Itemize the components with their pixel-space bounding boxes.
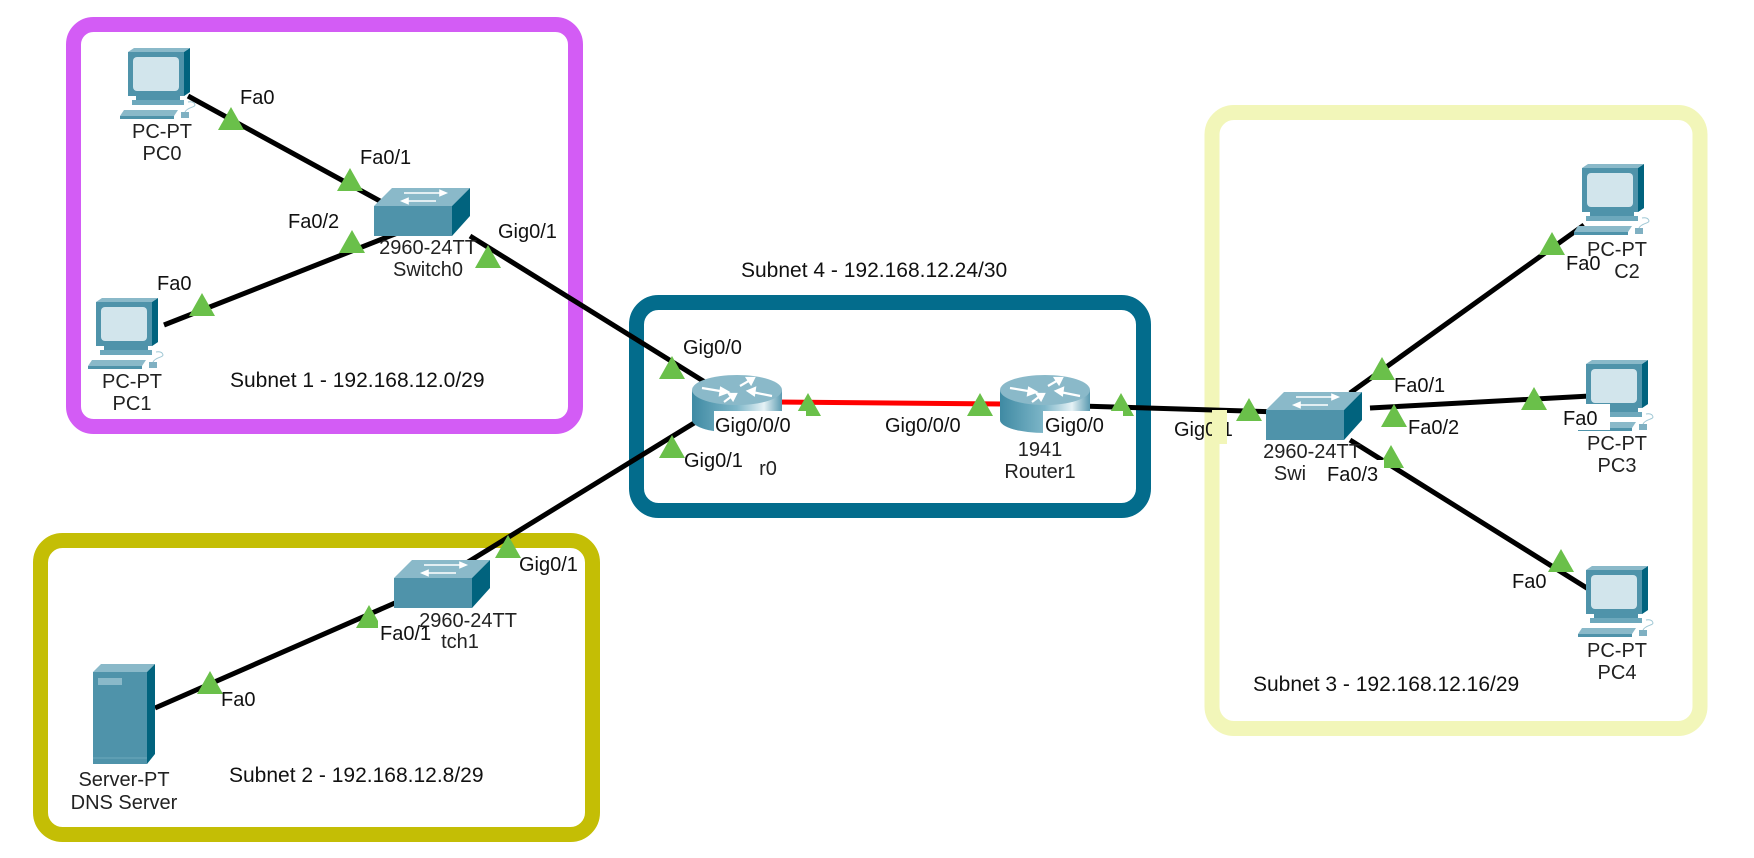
- port-status-r0-gig000-icon: [795, 393, 821, 416]
- port-label-r1-gig000: Gig0/0/0: [885, 415, 961, 437]
- port-label-pc0-fa0: Fa0: [240, 87, 274, 109]
- pc3-name-label: PC3: [1598, 455, 1637, 477]
- port-status-pc2-fa0-icon: [1539, 232, 1565, 255]
- port-status-sw0-gig01-icon: [475, 245, 501, 268]
- switch0-model-label: 2960-24TT: [379, 237, 477, 259]
- port-label-sw0-fa02: Fa0/2: [288, 211, 339, 233]
- subnet1-label: Subnet 1 - 192.168.12.0/29: [230, 369, 485, 392]
- pc4-name-label: PC4: [1598, 662, 1637, 684]
- pc1-model-label: PC-PT: [102, 371, 162, 393]
- pc4-icon[interactable]: [1577, 565, 1654, 638]
- port-status-sw1-fa01-icon: [356, 605, 382, 628]
- port-label-r1-gig00: Gig0/0: [1045, 415, 1104, 437]
- port-label-pc1-fa0: Fa0: [157, 273, 191, 295]
- port-status-sw2-fa01-icon: [1369, 357, 1395, 380]
- port-label-pc4-fa0: Fa0: [1512, 571, 1546, 593]
- port-label-r0-gig01: Gig0/1: [684, 450, 743, 472]
- subnet1-area[interactable]: [66, 17, 583, 434]
- pc1-name-label: PC1: [113, 393, 152, 415]
- switch0-icon[interactable]: [374, 187, 471, 237]
- port-label-pc3-fa0: Fa0: [1563, 408, 1597, 430]
- switch2-model-label: 2960-24TT: [1263, 441, 1361, 463]
- subnet4-label: Subnet 4 - 192.168.12.24/30: [741, 259, 1007, 282]
- router1-model-label: 1941: [1018, 439, 1063, 461]
- server-name-label: DNS Server: [71, 792, 178, 814]
- port-status-r0-gig00-icon: [659, 356, 685, 379]
- port-label-sw2-fa02: Fa0/2: [1408, 417, 1459, 439]
- subnet3-label: Subnet 3 - 192.168.12.16/29: [1253, 673, 1519, 696]
- pc2-model-label: PC-PT: [1587, 239, 1647, 261]
- port-status-pc4-fa0-icon: [1548, 549, 1574, 572]
- port-status-server-fa0-icon: [197, 671, 223, 694]
- pc1-icon[interactable]: [87, 297, 164, 370]
- pc4-model-label: PC-PT: [1587, 640, 1647, 662]
- pc2-icon[interactable]: [1573, 163, 1650, 236]
- server-model-label: Server-PT: [78, 769, 169, 791]
- router1-name-label: Router1: [1004, 461, 1075, 483]
- router0-name-label: r0: [759, 458, 777, 480]
- cable-switch1-router0[interactable]: [466, 409, 714, 565]
- switch2-name-label: Swi: [1274, 463, 1306, 485]
- pc3-model-label: PC-PT: [1587, 433, 1647, 455]
- cable-switch2-pc3[interactable]: [1369, 393, 1591, 411]
- port-status-sw0-fa02-icon: [339, 230, 365, 253]
- pc0-icon[interactable]: [119, 47, 196, 120]
- port-status-sw2-gig01-icon: [1236, 398, 1262, 421]
- port-label-sw2-fa01: Fa0/1: [1394, 375, 1445, 397]
- port-label-sw2-fa03: Fa0/3: [1327, 464, 1378, 486]
- port-status-sw0-fa01-icon: [337, 168, 363, 191]
- port-status-pc0-fa0-icon: [218, 107, 244, 130]
- switch1-icon[interactable]: [394, 559, 491, 609]
- port-status-pc3-fa0-icon: [1521, 387, 1547, 410]
- port-status-r1-gig00-icon: [1108, 393, 1134, 416]
- server-icon[interactable]: [93, 664, 156, 764]
- port-status-sw1-gig01-icon: [495, 535, 521, 558]
- cable-pc0-switch0[interactable]: [186, 93, 402, 215]
- port-label-sw1-gig01: Gig0/1: [519, 554, 578, 576]
- port-label-sw1-fa01: Fa0/1: [380, 623, 431, 645]
- port-status-r1-gig000-icon: [967, 393, 993, 416]
- port-label-sw0-fa01: Fa0/1: [360, 147, 411, 169]
- cable-server-switch1[interactable]: [153, 589, 422, 711]
- switch1-model-label: 2960-24TT: [419, 610, 517, 632]
- switch0-name-label: Switch0: [393, 259, 463, 281]
- subnet2-area[interactable]: [33, 533, 600, 842]
- switch2-icon[interactable]: [1266, 391, 1363, 441]
- port-status-sw2-fa03-icon: [1378, 445, 1404, 468]
- pc0-name-label: PC0: [143, 143, 182, 165]
- port-status-sw2-fa02-icon: [1381, 404, 1407, 427]
- subnet2-label: Subnet 2 - 192.168.12.8/29: [229, 764, 484, 787]
- cable-switch0-router0[interactable]: [468, 233, 710, 387]
- cable-router0-router1[interactable]: [775, 399, 1003, 407]
- switch1-name-label: tch1: [441, 631, 479, 653]
- pc0-model-label: PC-PT: [132, 121, 192, 143]
- port-label-pc2-fa0: Fa0: [1566, 253, 1600, 275]
- pc2-name-label: C2: [1614, 261, 1640, 283]
- port-status-pc1-fa0-icon: [189, 293, 215, 316]
- port-label-sw0-gig01: Gig0/1: [498, 221, 557, 243]
- port-label-r0-gig000: Gig0/0/0: [715, 415, 791, 437]
- port-label-r0-gig00: Gig0/0: [683, 337, 742, 359]
- port-status-r0-gig01-icon: [659, 435, 685, 458]
- port-label-server-fa0: Fa0: [221, 689, 255, 711]
